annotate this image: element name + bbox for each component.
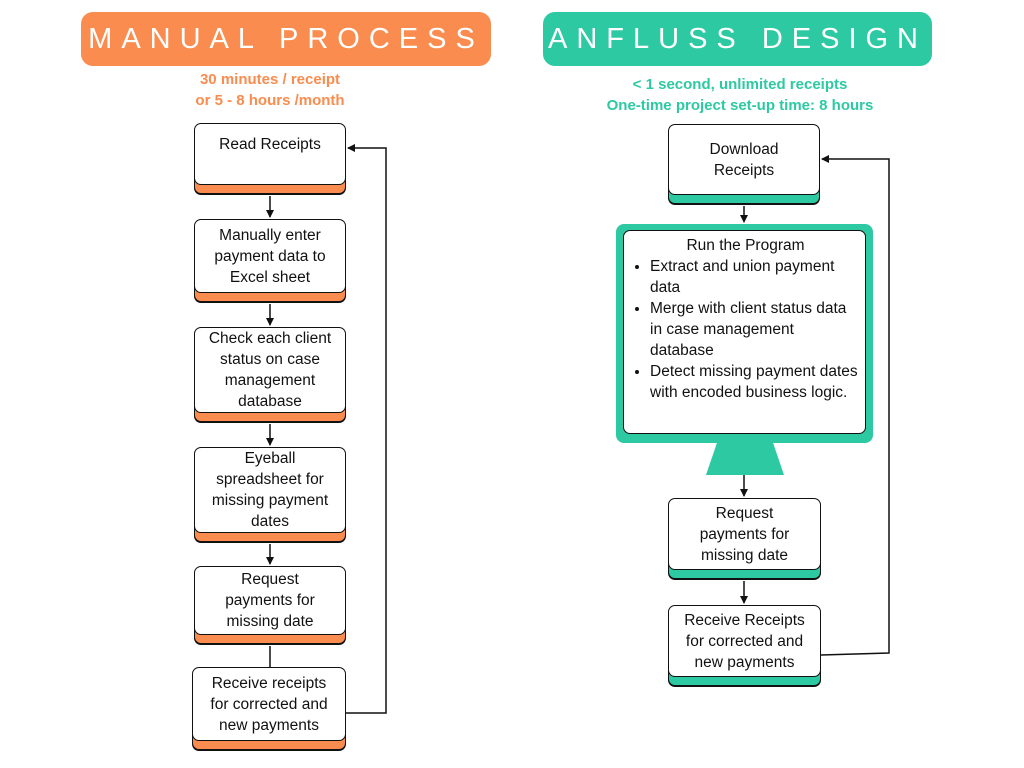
step-text: dates: [251, 513, 289, 530]
anfluss-loop-back-arrow: [820, 155, 890, 656]
step-text: database: [238, 393, 302, 410]
step-text: payment data to: [214, 247, 326, 265]
program-bullet-item: Detect missing payment dates with encode…: [650, 361, 859, 403]
manual-step-request-payments: Request payments for missing date: [194, 566, 346, 635]
anfluss-step-request-payments: Request payments for missing date: [668, 498, 821, 570]
manual-step-enter-payment-data: Manually enter payment data to Excel she…: [194, 219, 346, 293]
step-text: missing date: [700, 546, 788, 564]
anfluss-step-receive-receipts: Receive Receipts for corrected and new p…: [668, 605, 821, 677]
step-text: for corrected and: [685, 632, 804, 650]
monitor-stand: [706, 443, 784, 475]
step-text: spreadsheet for: [216, 471, 324, 488]
step-text: Read Receipts: [219, 136, 321, 153]
anfluss-design-subtitle: < 1 second, unlimited receipts One-time …: [555, 74, 925, 116]
program-title: Run the Program: [686, 237, 805, 254]
step-text: Excel sheet: [229, 268, 311, 286]
step-text: Check each client: [208, 330, 332, 347]
manual-step-read-receipts: Read Receipts: [194, 123, 346, 185]
manual-step-eyeball-spreadsheet: Eyeball spreadsheet for missing payment …: [194, 447, 346, 533]
manual-process-title: MANUAL PROCESS: [88, 22, 484, 55]
manual-time-per-receipt: 30 minutes / receipt: [199, 71, 341, 88]
anfluss-step-download-receipts: Download Receipts: [668, 124, 820, 195]
step-text: payments for: [699, 525, 790, 543]
step-text: Receive receipts: [211, 674, 327, 692]
step-text: Receive Receipts: [684, 611, 805, 629]
step-text: new payments: [694, 653, 795, 671]
manual-loop-back-arrow: [346, 144, 387, 714]
manual-step-receive-receipts: Receive receipts for corrected and new p…: [192, 667, 346, 741]
step-text: Request: [241, 571, 299, 588]
step-text: status on case: [220, 351, 320, 368]
manual-time-per-month: or 5 - 8 hours /month: [195, 92, 345, 109]
step-text: for corrected and: [210, 695, 328, 713]
anfluss-time-per-receipt: < 1 second, unlimited receipts: [632, 76, 848, 93]
anfluss-design-banner: ANFLUSS DESIGN: [543, 12, 932, 66]
step-text: Eyeball: [244, 450, 296, 467]
program-bullet-list: Extract and union payment data Merge wit…: [632, 256, 859, 403]
step-text: management: [224, 372, 316, 389]
step-text: missing payment: [211, 492, 329, 509]
step-text: Request: [715, 504, 774, 522]
manual-process-subtitle: 30 minutes / receipt or 5 - 8 hours /mon…: [150, 69, 390, 111]
anfluss-step-run-program: Run the Program Extract and union paymen…: [623, 230, 866, 434]
step-text: Download: [709, 140, 779, 158]
manual-process-banner: MANUAL PROCESS: [81, 12, 491, 66]
step-text: Receipts: [713, 161, 775, 179]
step-text: missing date: [226, 613, 314, 630]
program-bullet-item: Extract and union payment data: [650, 256, 859, 298]
step-text: new payments: [219, 716, 319, 734]
manual-step-check-client-status: Check each client status on case managem…: [194, 327, 346, 413]
step-text: payments for: [225, 592, 315, 609]
anfluss-setup-time: One-time project set-up time: 8 hours: [606, 97, 874, 114]
program-bullet-item: Merge with client status data in case ma…: [650, 298, 859, 361]
anfluss-design-title: ANFLUSS DESIGN: [548, 22, 927, 55]
step-text: Manually enter: [219, 226, 321, 244]
